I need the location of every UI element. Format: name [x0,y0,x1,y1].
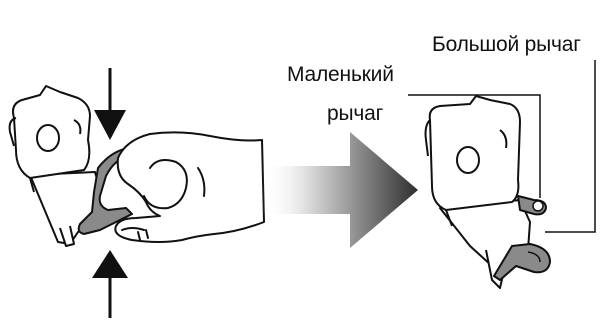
hand-illustration [115,132,264,242]
arrow-right-icon [262,132,418,248]
arrow-up-icon [92,250,128,318]
arrow-down-icon [94,68,126,140]
lever-right-small [518,196,546,214]
label-small-lever-line2: рычаг [327,103,383,124]
label-big-lever: Большой рычаг [432,34,581,55]
label-small-lever-line1: Маленький [287,64,394,85]
